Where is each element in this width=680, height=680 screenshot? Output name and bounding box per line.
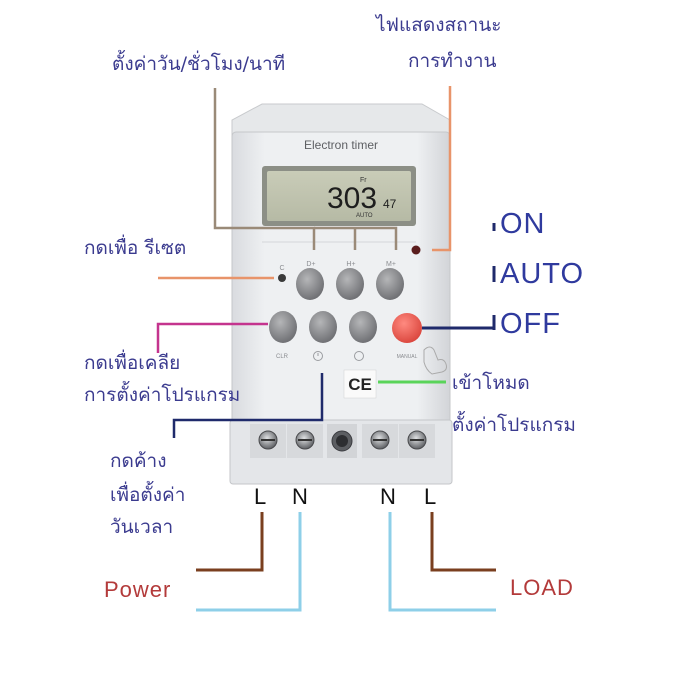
terminal-label-4: L <box>424 484 437 509</box>
clear-label-2: การตั้งค่าโปรแกรม <box>84 384 241 406</box>
clear-label-1: กดเพื่อเคลีย <box>84 352 181 374</box>
leader-hold-set <box>172 373 324 438</box>
leader-set-time <box>213 88 316 250</box>
mode-on-label: ON <box>500 208 546 240</box>
clock-button <box>309 311 337 343</box>
m-plus-button <box>376 268 404 300</box>
c-label: C <box>279 265 284 272</box>
status-light-label-1: ไฟแสดงสถานะ <box>376 14 502 36</box>
terminal-screws <box>250 424 435 458</box>
lcd-mode: AUTO <box>356 213 373 219</box>
status-led <box>411 245 421 255</box>
m-plus-label: M+ <box>386 261 396 268</box>
mode-off-label: OFF <box>500 308 561 340</box>
power-live-wire <box>196 512 264 572</box>
program-button <box>349 311 377 343</box>
lcd-day: Fr <box>360 177 367 184</box>
manual-button <box>392 313 422 343</box>
lcd-screen <box>267 171 411 221</box>
lcd-seconds: 47 <box>383 197 397 211</box>
h-plus-button <box>336 268 364 300</box>
load-neutral-wire <box>388 512 496 612</box>
terminal-label-1: L <box>254 484 267 509</box>
power-label: Power <box>104 577 172 602</box>
program-mode-label-1: เข้าโหมด <box>452 372 530 394</box>
set-day-time-label: ตั้งค่าวัน/ชั่วโมง/นาที <box>112 53 286 75</box>
hold-set-label-2: เพื่อตั้งค่า <box>110 484 186 506</box>
load-live-wire <box>430 512 496 572</box>
hold-set-label-3: วันเวลา <box>110 516 174 538</box>
load-label: LOAD <box>510 575 574 600</box>
leader-status-light <box>432 86 452 252</box>
brand-text: Electron timer <box>304 138 378 152</box>
clr-button <box>269 311 297 343</box>
leader-clear <box>156 322 268 353</box>
reset-label: กดเพื่อ รีเซต <box>84 237 187 259</box>
clr-label: CLR <box>276 354 289 360</box>
program-mode-label-2: ตั้งค่าโปรแกรม <box>452 414 576 436</box>
ce-mark: CE <box>348 375 372 394</box>
mode-auto-label: AUTO <box>500 258 585 290</box>
hold-set-label-1: กดค้าง <box>110 450 167 472</box>
h-plus-label: H+ <box>346 261 355 268</box>
clock-icon <box>313 351 323 361</box>
reset-hole <box>278 274 286 282</box>
terminal-label-2: N <box>292 484 308 509</box>
status-light-label-2: การทำงาน <box>408 50 497 72</box>
d-plus-label: D+ <box>306 261 315 268</box>
device-top-cap <box>231 103 451 136</box>
lcd-time: 303 <box>327 182 377 215</box>
terminal-label-3: N <box>380 484 396 509</box>
power-neutral-wire <box>196 512 302 612</box>
program-icon <box>354 351 364 361</box>
d-plus-button <box>296 268 324 300</box>
hand-icon <box>423 346 447 375</box>
manual-label: MANUAL <box>397 354 418 360</box>
